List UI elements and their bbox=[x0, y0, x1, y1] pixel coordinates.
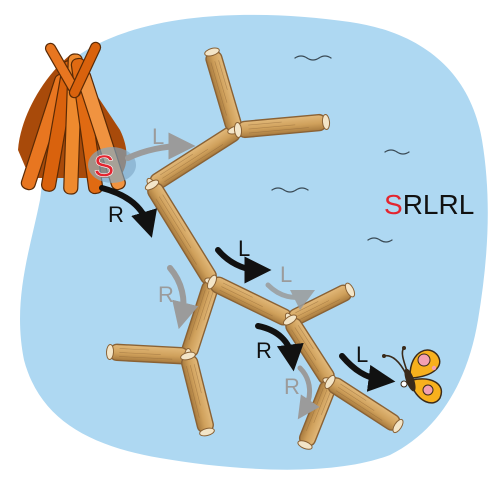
sequence-turns: RLRL bbox=[403, 189, 475, 220]
stick-lower-left-arm bbox=[106, 344, 192, 364]
label-fourth-right-faded: R bbox=[284, 374, 300, 399]
start-marker: S bbox=[94, 150, 114, 183]
label-second-left-faded: L bbox=[280, 262, 292, 287]
sequence-start: S bbox=[384, 189, 403, 220]
label-fourth-left: L bbox=[356, 342, 368, 367]
label-third-right: R bbox=[256, 338, 272, 363]
label-start-left: L bbox=[152, 124, 164, 149]
turn-sequence: SRLRL bbox=[384, 189, 474, 220]
label-start-right: R bbox=[108, 202, 124, 227]
label-second-right-faded: R bbox=[158, 282, 174, 307]
label-second-left: L bbox=[238, 236, 250, 261]
